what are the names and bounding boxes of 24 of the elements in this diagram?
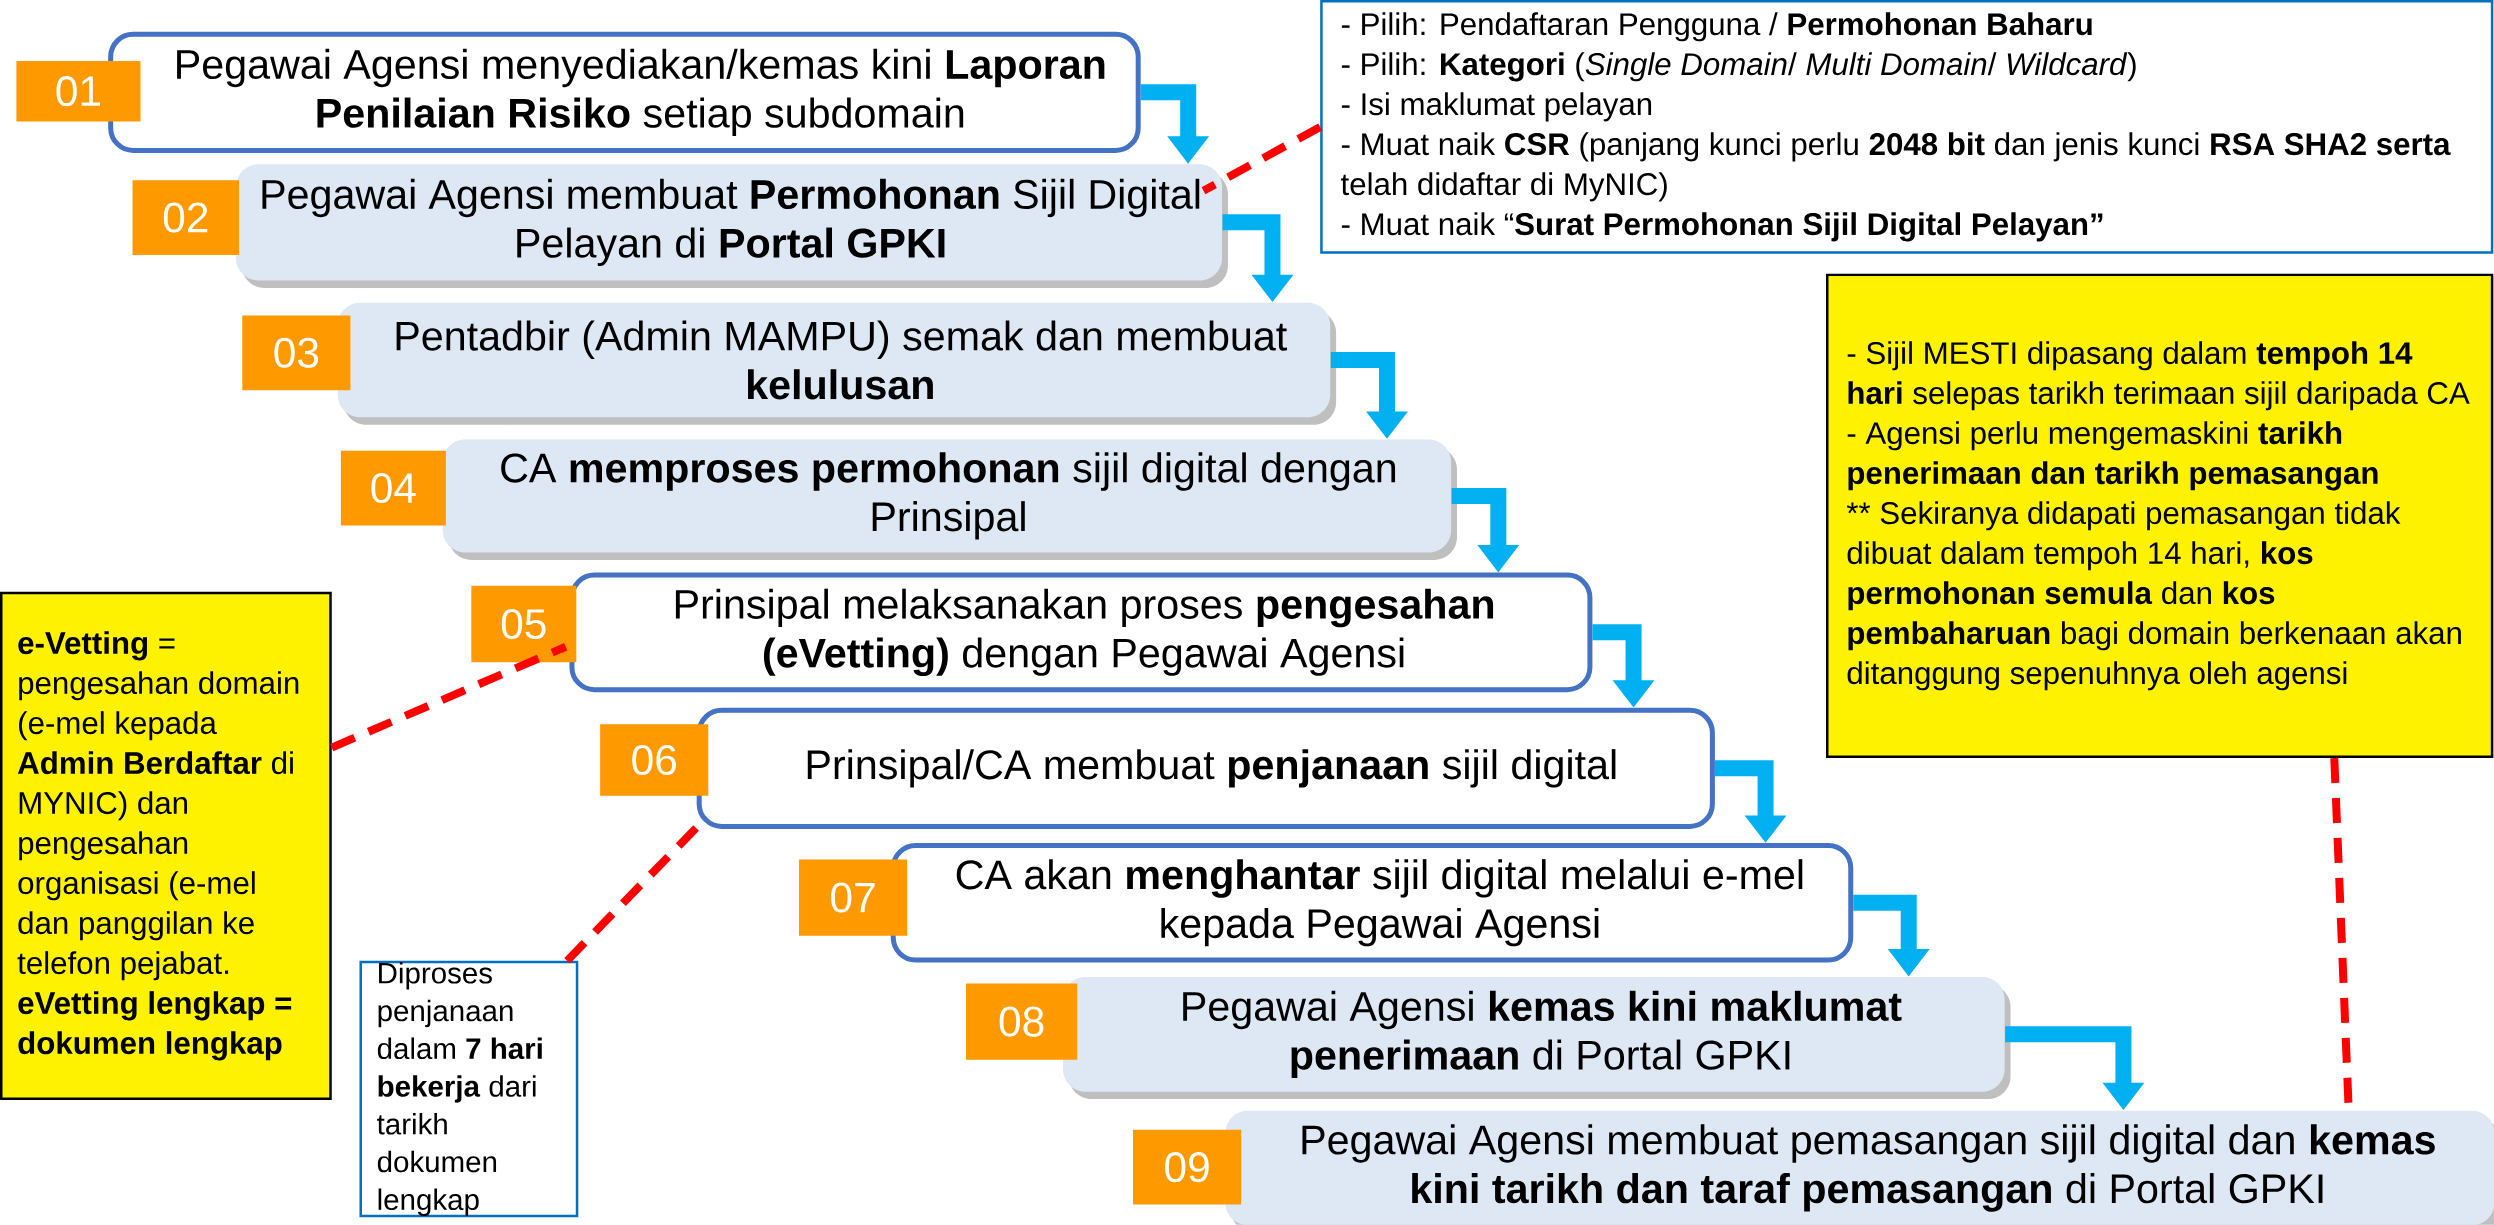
note-box: Diproses penjanaan dalam 7 hari bekerja dari tarikh dokumen lengkap <box>359 960 579 1218</box>
step-number-badge: 01 <box>16 61 141 122</box>
leader-line <box>1201 123 1323 195</box>
step-box: CA akan menghantar sijil digital melalui e-mel kepada Pegawai Agensi <box>890 843 1854 963</box>
step-box: Pegawai Agensi menyediakan/kemas kini Laporan Penilaian Risiko setiap subdomain <box>108 31 1141 154</box>
step-number-badge: 04 <box>340 450 446 526</box>
note-box: e-Vetting = pengesahan domain (e-mel kepada Admin Berdaftar di MYNIC) dan pengesahan organisasi (e-mel dan panggilan ke telefon pejabat. eVetting lengkap = dokumen lengkap <box>0 591 332 1101</box>
step-box: Pegawai Agensi kemas kini maklumat penerimaan di Portal GPKI <box>1063 977 2011 1100</box>
step-number-badge: 03 <box>242 315 351 391</box>
step-box: Pegawai Agensi membuat pemasangan sijil digital dan kemas kini tarikh dan taraf pemasangan di Portal GPKI <box>1225 1110 2494 1225</box>
step-box: CA memproses permohonan sijil digital dengan Prinsipal <box>442 439 1457 560</box>
step-box: Prinsipal/CA membuat penjanaan sijil digital <box>696 707 1715 830</box>
step-number-badge: 06 <box>600 724 709 796</box>
note-box: - Sijil MESTI dipasang dalam tempoh 14 hari selepas tarikh terimaan sijil daripada CA - Agensi perlu mengemaskini tarikh penerimaan dan tarikh pemasangan ** Sekiranya didapati pemasangan tidak dibuat dalam tempoh 14 hari, kos permohonan semula dan kos pembaharuan bagi domain berkenaan akan ditanggung sepenuhnya oleh agensi <box>1826 273 2494 759</box>
step-box: Pentadbir (Admin MAMPU) semak dan membuat kelulusan <box>337 302 1337 425</box>
step-number-badge: 08 <box>966 983 1078 1060</box>
step-number-badge: 07 <box>799 859 908 936</box>
note-box: - Pilih: Pendaftaran Pengguna / Permohonan Baharu - Pilih: Kategori (Single Domain/ Multi Domain/ Wildcard) - Isi maklumat pelayan - Muat naik CSR (panjang kunci perlu 2048 bit dan jenis kunci RSA SHA2 serta telah didaftar di MyNIC) - Muat naik “Surat Permohonan Sijil Digital Pelayan” <box>1320 0 2494 254</box>
step-box: Pegawai Agensi membuat Permohonan Sijil Digital Pelayan di Portal GPKI <box>235 164 1228 288</box>
leader-line <box>330 643 568 752</box>
step-number-badge: 05 <box>471 585 577 663</box>
step-box: Prinsipal melaksanakan proses pengesahan (eVetting) dengan Pegawai Agensi <box>569 572 1593 693</box>
step-number-badge: 09 <box>1133 1129 1242 1205</box>
step-number-badge: 02 <box>132 180 240 256</box>
